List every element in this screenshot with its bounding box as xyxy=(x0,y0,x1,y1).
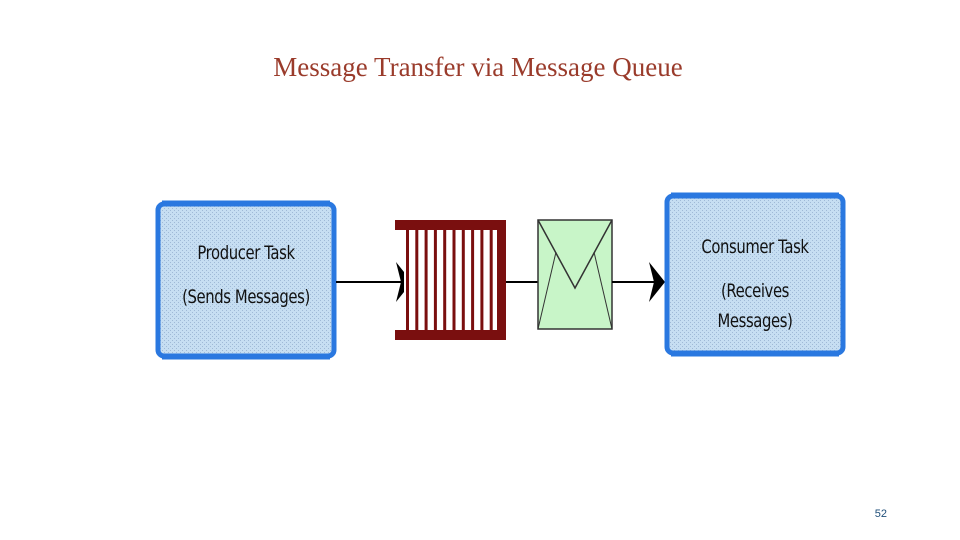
queue-slot-divider xyxy=(471,230,475,330)
consumer-subtitle: (Receives Messages) xyxy=(717,280,793,332)
queue-slot-divider xyxy=(443,230,447,330)
arrow-producer-to-queue xyxy=(336,262,412,302)
queue-slot-divider xyxy=(489,230,493,330)
arrow-envelope-to-consumer xyxy=(612,262,665,302)
producer-title: Producer Task xyxy=(197,242,295,264)
consumer-label: Consumer Task (Receives Messages) xyxy=(682,232,827,336)
producer-subtitle: (Sends Messages) xyxy=(182,286,310,308)
producer-label: Producer Task (Sends Messages) xyxy=(177,238,314,312)
queue-slot-divider xyxy=(406,230,409,330)
queue-slot-divider xyxy=(433,230,437,330)
queue-slot-divider xyxy=(480,230,484,330)
slide-title: Message Transfer via Message Queue xyxy=(273,52,683,82)
page-number: 52 xyxy=(874,508,887,520)
queue-slot-divider xyxy=(452,230,456,330)
queue-slot-divider xyxy=(415,230,419,330)
consumer-title: Consumer Task xyxy=(701,236,809,258)
envelope-icon xyxy=(537,219,613,330)
message-queue xyxy=(395,220,506,340)
producer-task-box xyxy=(155,200,337,360)
queue-slot-divider xyxy=(424,230,428,330)
queue-slot-divider xyxy=(461,230,465,330)
consumer-task-box xyxy=(664,192,846,357)
